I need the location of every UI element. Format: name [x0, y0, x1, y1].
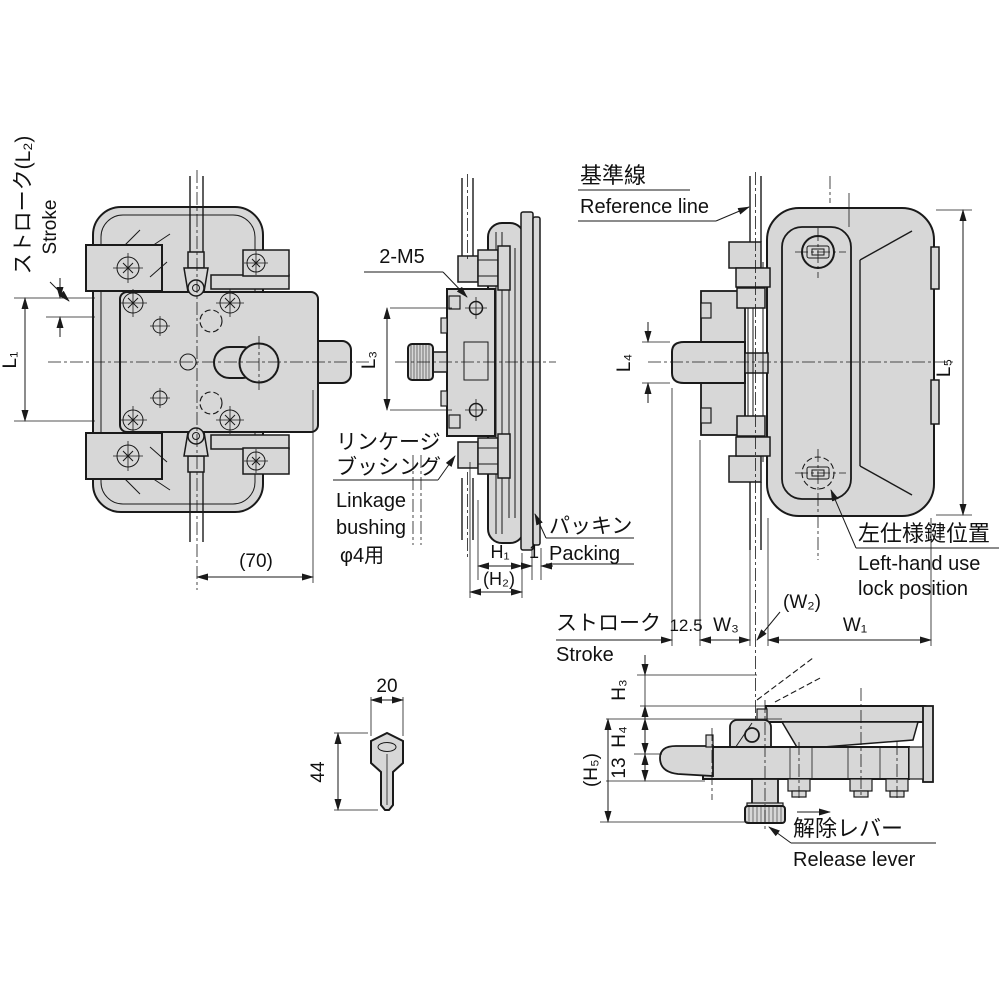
side-view: L₃ 2-M5 リンケージ ブッシング Linkage bushing φ4用 … [333, 174, 634, 598]
rear-stroke-label-jp: ストローク [556, 612, 661, 635]
linkage-label-en1: Linkage [336, 490, 406, 512]
key-hole [377, 742, 397, 752]
packing-label-en: Packing [549, 543, 620, 565]
screw-callout: 2-M5 [379, 246, 425, 268]
dim-h3: H₃ [609, 679, 630, 700]
dim-l1: L₁ [0, 352, 21, 369]
rear-stroke-label-en: Stroke [556, 644, 614, 666]
left-hand-lock-position [795, 449, 846, 560]
plate-screws [119, 289, 244, 434]
hinge-pin [744, 727, 760, 743]
fastener-stacks [457, 245, 511, 479]
handle-side-view: H₃ H₄ 13 (H₅) 解除レバー Release lever [581, 655, 936, 871]
lock-label-en2: lock position [858, 578, 968, 600]
dim-key-length: 44 [308, 761, 329, 783]
handle-side-dimensions: H₃ H₄ 13 (H₅) [581, 655, 782, 823]
bracket-screws [113, 251, 268, 473]
dim-h1: H₁ [490, 542, 509, 562]
dim-key-width: 20 [376, 676, 397, 697]
handle-lid [765, 705, 934, 723]
linkage-label-jp1: リンケージ [336, 431, 441, 454]
phantom-hole-bottom [199, 391, 223, 415]
handle-cup [780, 721, 919, 750]
rear-view: 基準線 Reference line 左仕様鍵位置 Left-hand use … [556, 163, 999, 792]
dim-l3: L₃ [359, 351, 380, 369]
handle-recess [781, 226, 852, 500]
key-cylinder [795, 228, 846, 278]
side-view-annotations: L₃ 2-M5 リンケージ ブッシング Linkage bushing φ4用 … [333, 246, 634, 598]
key-dimensions: 20 44 [308, 676, 404, 811]
front-view-dimensions: ストローク(L₂) Stroke L₁ (70) [0, 136, 314, 583]
dim-h5: (H₅) [581, 753, 602, 787]
rear-mechanism [671, 176, 771, 550]
rear-dimensions: L₄ L₅ ストローク Stroke 12.5 W₃ (W₂) W₁ [556, 209, 972, 666]
dim-l5: L₅ [934, 359, 955, 377]
front-stroke-label-en: Stroke [40, 200, 61, 255]
linkage-bushing-top [457, 255, 479, 283]
linkage-label-jp2: ブッシング [336, 456, 441, 479]
packing-label-jp: パッキン [549, 515, 632, 538]
dim-stroke-value: 12.5 [669, 616, 702, 635]
dim-l4: L₄ [614, 354, 635, 373]
linkage-label-en2: bushing [336, 517, 406, 539]
reference-label-en: Reference line [580, 196, 709, 218]
lock-label-jp: 左仕様鍵位置 [858, 521, 990, 546]
latch-tongue [671, 341, 746, 384]
dim-w3: W₃ [713, 615, 739, 636]
dim-w1: W₁ [843, 615, 867, 636]
lock-position-callout: 左仕様鍵位置 Left-hand use lock position [830, 489, 999, 600]
front-stroke-label-jp: ストローク(L₂) [12, 136, 35, 275]
release-label-en: Release lever [793, 849, 916, 871]
dim-70: (70) [239, 551, 273, 572]
dim-w2: (W₂) [783, 592, 821, 613]
reference-line-callout: 基準線 Reference line [578, 163, 750, 222]
linkage-label-en3: φ4用 [340, 545, 384, 567]
dim-13: 13 [609, 757, 630, 778]
lock-label-en1: Left-hand use [858, 553, 980, 575]
dim-packing-thickness: 1 [529, 542, 539, 562]
reference-label-jp: 基準線 [580, 163, 646, 188]
panel-plate [520, 211, 534, 551]
release-lever-callout: 解除レバー Release lever [768, 808, 936, 871]
base-channel [702, 746, 910, 780]
dim-h2: (H₂) [483, 569, 515, 589]
front-view: ストローク(L₂) Stroke L₁ (70) [0, 136, 370, 590]
release-label-jp: 解除レバー [793, 816, 903, 841]
dim-h4: H₄ [609, 726, 630, 748]
key-drawing: 20 44 [308, 676, 404, 811]
latch-scoop [659, 745, 714, 777]
linkage-bushing-bottom [457, 441, 479, 469]
linkage-pivots [183, 176, 209, 542]
phantom-hole-top [199, 309, 223, 333]
packing-strip [532, 216, 541, 546]
